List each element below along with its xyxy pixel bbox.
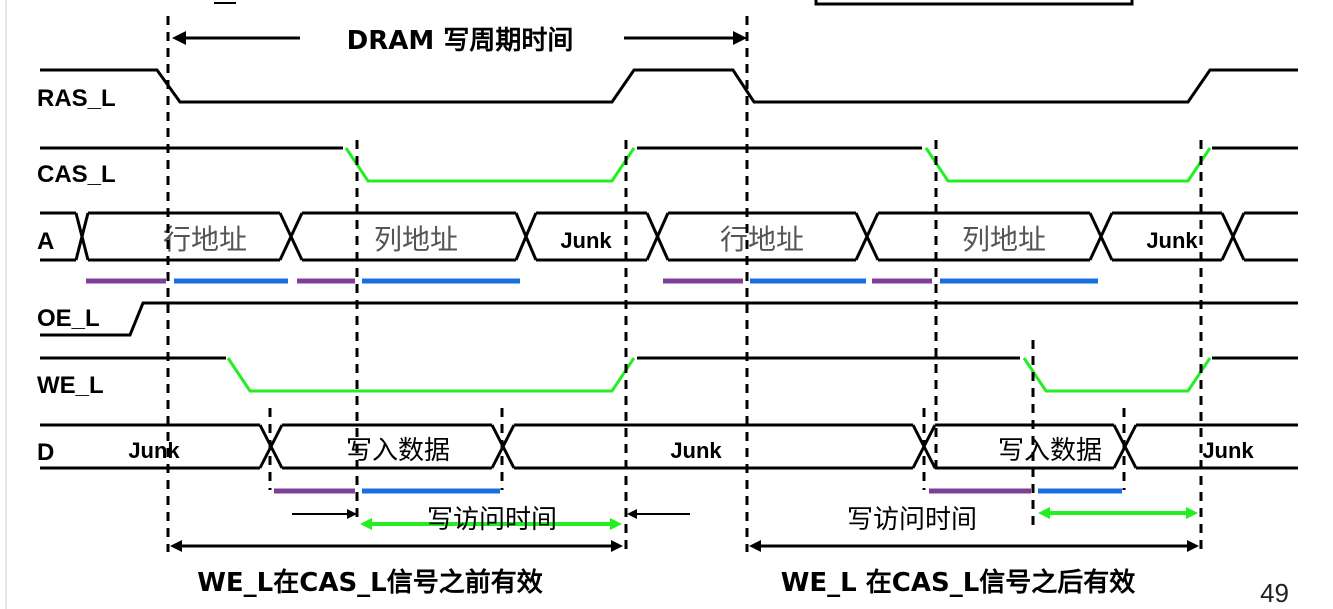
signal-label-data: D — [37, 439, 54, 466]
write-access-arrow-left — [292, 509, 690, 530]
diagram-title: DRAM 写周期时间 — [347, 26, 574, 56]
left-cycle-span-arrow — [170, 540, 623, 552]
data-junk-2: Junk — [670, 438, 722, 463]
signal-label-we: WE_L — [37, 372, 104, 399]
addr-junk-1: Junk — [560, 228, 612, 253]
data-write-1: 写入数据 — [346, 436, 450, 466]
addr-junk-2: Junk — [1146, 228, 1198, 253]
data-bus — [40, 423, 1298, 470]
top-box-fragment — [814, 0, 1134, 6]
oe-waveform — [40, 301, 1298, 337]
right-cycle-span-arrow — [749, 540, 1199, 552]
data-write-2: 写入数据 — [998, 436, 1102, 466]
addr-row-2: 行地址 — [720, 223, 804, 256]
signal-label-ras: RAS_L — [37, 85, 116, 112]
caption-left: WE_L在CAS_L信号之前有效 — [197, 567, 543, 598]
signal-label-cas: CAS_L — [37, 161, 116, 188]
data-junk-3: Junk — [1202, 438, 1254, 463]
address-bus — [40, 211, 1298, 262]
write-access-label-2: 写访问时间 — [847, 505, 977, 535]
reference-dashed-lines — [166, 16, 1203, 555]
page-number: 49 — [1260, 578, 1289, 608]
signal-label-oe: OE_L — [37, 305, 100, 332]
caption-right: WE_L 在CAS_L信号之后有效 — [781, 567, 1136, 598]
addr-col-1: 列地址 — [374, 223, 458, 256]
addr-col-2: 列地址 — [962, 223, 1046, 256]
cas-waveform — [40, 146, 1298, 183]
addr-row-1: 行地址 — [163, 223, 247, 256]
write-access-label-1: 写访问时间 — [427, 505, 557, 535]
data-junk-1: Junk — [128, 438, 180, 463]
signal-label-addr: A — [37, 228, 54, 255]
write-access-arrow-right — [1038, 507, 1198, 519]
title-arrow — [172, 31, 747, 45]
ras-waveform — [40, 68, 1298, 104]
we-waveform — [40, 356, 1298, 393]
